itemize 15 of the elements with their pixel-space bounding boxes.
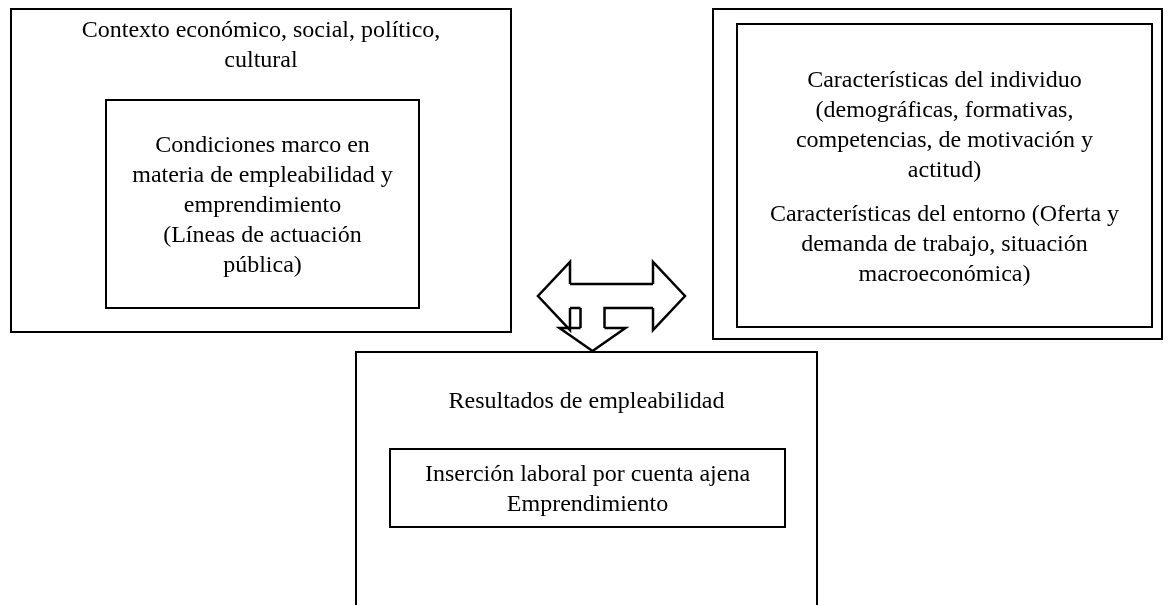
- box-text: Contexto económico, social, político, cultural: [80, 15, 442, 74]
- box-text: Condiciones marco en materia de empleabilidad y emprendimiento: [131, 130, 394, 219]
- outer-box: [712, 8, 1163, 340]
- box-text: Resultados de empleabilidad: [448, 386, 725, 415]
- block-arrow: [558, 306, 655, 353]
- box-text: Características del individuo (demográficas, formativas, competencias, de motivación y actitud): [794, 64, 1095, 184]
- context-box: [10, 8, 512, 333]
- box-text: (Líneas de actuación pública): [162, 220, 363, 279]
- characteristics-box: [736, 23, 1153, 328]
- framework-box: [105, 99, 420, 309]
- results-box: [355, 351, 818, 605]
- box-text: Inserción laboral por cuenta ajena: [424, 459, 751, 488]
- outcomes-box: [389, 448, 786, 528]
- box-text: Características del entorno (Oferta y demanda de trabajo, situación macroeconómica): [768, 198, 1121, 288]
- box-text: Emprendimiento: [506, 489, 669, 518]
